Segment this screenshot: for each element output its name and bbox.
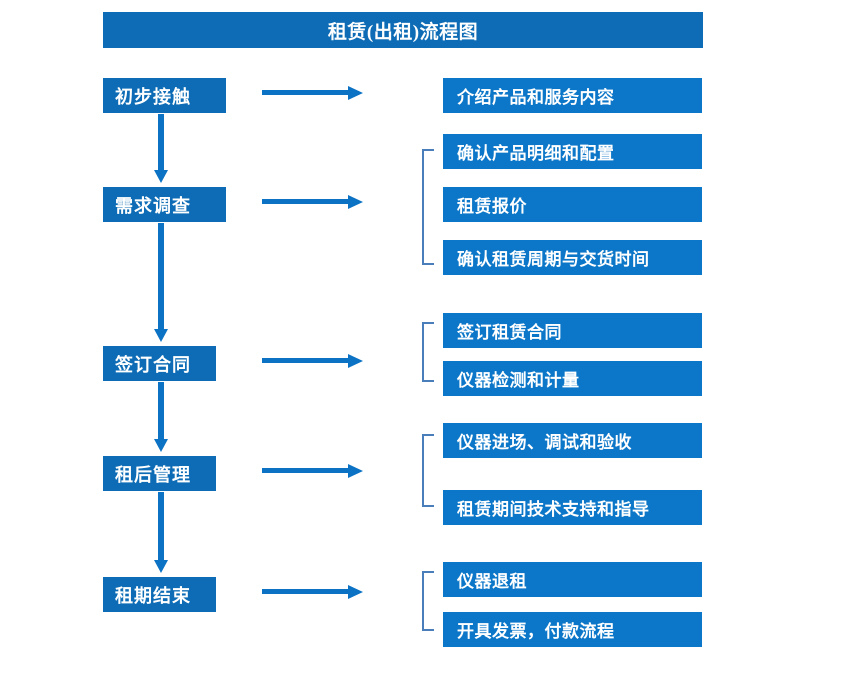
detail-box-que-ren-chan-pin[interactable]: 确认产品明细和配置	[443, 134, 702, 169]
detail-box-zu-lin-bao-jia[interactable]: 租赁报价	[443, 187, 702, 222]
arrow-stage-4-to-stage-5	[152, 492, 170, 574]
arrow-stage-2-to-group-2	[262, 194, 364, 210]
bracket-group-2	[421, 149, 435, 265]
stage-box-zu-hou-guan-li[interactable]: 租后管理	[103, 456, 216, 491]
bracket-group-4	[421, 434, 435, 507]
arrow-stage-1-to-stage-2	[152, 114, 170, 184]
stage-box-qian-ding-he-tong[interactable]: 签订合同	[103, 346, 216, 381]
bracket-group-5	[421, 571, 435, 631]
arrow-stage-1-to-detail	[262, 85, 364, 101]
arrow-stage-3-to-group-3	[262, 353, 364, 369]
detail-box-yi-qi-jin-chang[interactable]: 仪器进场、调试和验收	[443, 423, 702, 458]
detail-box-qian-ding-zu-lin-he-tong[interactable]: 签订租赁合同	[443, 313, 702, 348]
detail-box-kai-ju-fa-piao[interactable]: 开具发票，付款流程	[443, 612, 702, 647]
detail-box-zu-lin-qi-jian-ji-shu[interactable]: 租赁期间技术支持和指导	[443, 490, 702, 525]
bracket-group-3	[421, 322, 435, 382]
detail-box-yi-qi-jian-ce[interactable]: 仪器检测和计量	[443, 361, 702, 396]
stage-box-zu-qi-jie-shu[interactable]: 租期结束	[103, 577, 216, 612]
detail-box-jie-shao-chan-pin[interactable]: 介绍产品和服务内容	[443, 78, 702, 113]
detail-box-yi-qi-tui-zu[interactable]: 仪器退租	[443, 562, 702, 597]
stage-box-xu-qiu-diao-cha[interactable]: 需求调查	[103, 187, 226, 222]
page-title: 租赁(出租)流程图	[103, 12, 703, 48]
detail-box-que-ren-zu-lin-zhou-qi[interactable]: 确认租赁周期与交货时间	[443, 240, 702, 275]
arrow-stage-5-to-group-5	[262, 584, 364, 600]
stage-box-chu-bu-jie-chu[interactable]: 初步接触	[103, 78, 226, 113]
arrow-stage-2-to-stage-3	[152, 223, 170, 343]
arrow-stage-4-to-group-4	[262, 463, 364, 479]
arrow-stage-3-to-stage-4	[152, 382, 170, 453]
